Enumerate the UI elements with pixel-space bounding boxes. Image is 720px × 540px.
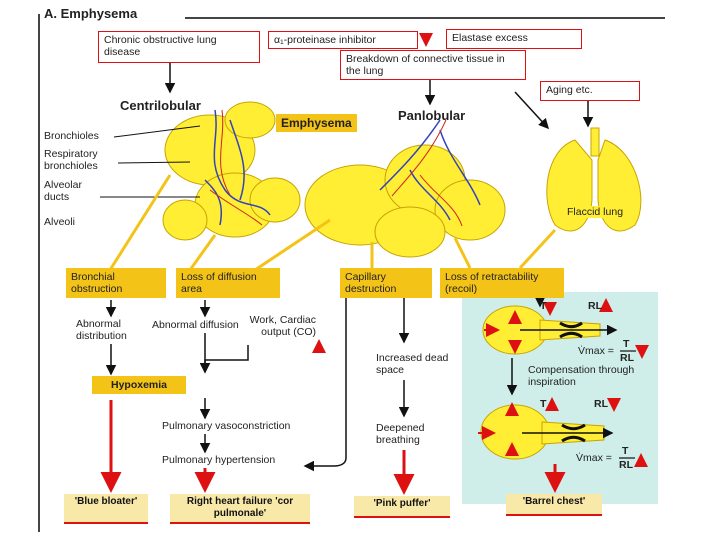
diagram-title: A. Emphysema	[44, 6, 138, 21]
vmax-label-top: V̇max =	[578, 345, 614, 357]
abnormal-diffusion-text: Abnormal diffusion	[152, 319, 239, 331]
panlobular-heading: Panlobular	[398, 108, 466, 123]
frame-top	[185, 17, 665, 19]
capillary-destruction-label: Capillary destruction	[340, 268, 432, 298]
dead-space-text: Increased dead space	[376, 352, 449, 376]
outcome-cor-pulmonale: Right heart failure 'cor pulmonale'	[170, 494, 310, 524]
t-label-bottom: T	[540, 398, 547, 410]
work-cardiac-output-text: Work, Cardiac output (CO)	[249, 314, 316, 338]
formula-den-top: RL	[620, 352, 634, 364]
panlobular-lung	[304, 144, 506, 258]
elastase-box: Elastase excess	[446, 29, 582, 49]
abnormal-distribution-text: Abnormal distribution	[76, 318, 127, 342]
centrilobular-lung	[162, 101, 301, 241]
hypoxemia-label: Hypoxemia	[92, 376, 186, 394]
compensation-text: Compensation through inspiration	[528, 364, 635, 388]
alveolus-after	[480, 404, 605, 460]
outcome-pink-puffer: 'Pink puffer'	[354, 496, 450, 518]
emphysema-label: Emphysema	[276, 114, 357, 132]
label-alveolar-ducts: Alveolar ducts	[44, 179, 82, 203]
loss-retractability-label: Loss of retractability (recoil)	[440, 268, 564, 298]
t-label-top: T	[540, 300, 547, 312]
label-alveoli: Alveoli	[44, 216, 75, 228]
formula-num-top: T	[623, 338, 630, 350]
loss-diffusion-label: Loss of diffusion area	[176, 268, 280, 298]
flaccid-lung-label: Flaccid lung	[565, 206, 626, 218]
formula-num-bottom: T	[622, 445, 629, 457]
rl-label-bottom: RL	[594, 398, 608, 410]
formula-den-bottom: RL	[619, 459, 633, 471]
aging-box: Aging etc.	[540, 81, 640, 101]
breakdown-box: Breakdown of connective tissue in the lu…	[340, 50, 526, 80]
alveolus-before	[482, 305, 601, 355]
bronchial-obstruction-label: Bronchial obstruction	[66, 268, 166, 298]
inhibitor-box: α₁-proteinase inhibitor	[268, 31, 418, 49]
frame-left	[38, 14, 40, 532]
label-bronchioles: Bronchioles	[44, 130, 99, 142]
outcome-barrel-chest: 'Barrel chest'	[506, 494, 602, 516]
outcome-blue-bloater: 'Blue bloater'	[64, 494, 148, 524]
deepened-breathing-text: Deepened breathing	[376, 422, 425, 446]
copd-box: Chronic obstructive lung disease	[98, 31, 260, 63]
hypertension-text: Pulmonary hypertension	[162, 454, 276, 466]
centrilobular-heading: Centrilobular	[120, 98, 201, 113]
rl-label-top: RL	[588, 300, 602, 312]
label-respiratory-bronchioles: Respiratory bronchioles	[44, 148, 98, 172]
vasoconstriction-text: Pulmonary vasoconstriction	[162, 420, 291, 432]
vmax-label-bottom: V̇max =	[576, 452, 612, 464]
